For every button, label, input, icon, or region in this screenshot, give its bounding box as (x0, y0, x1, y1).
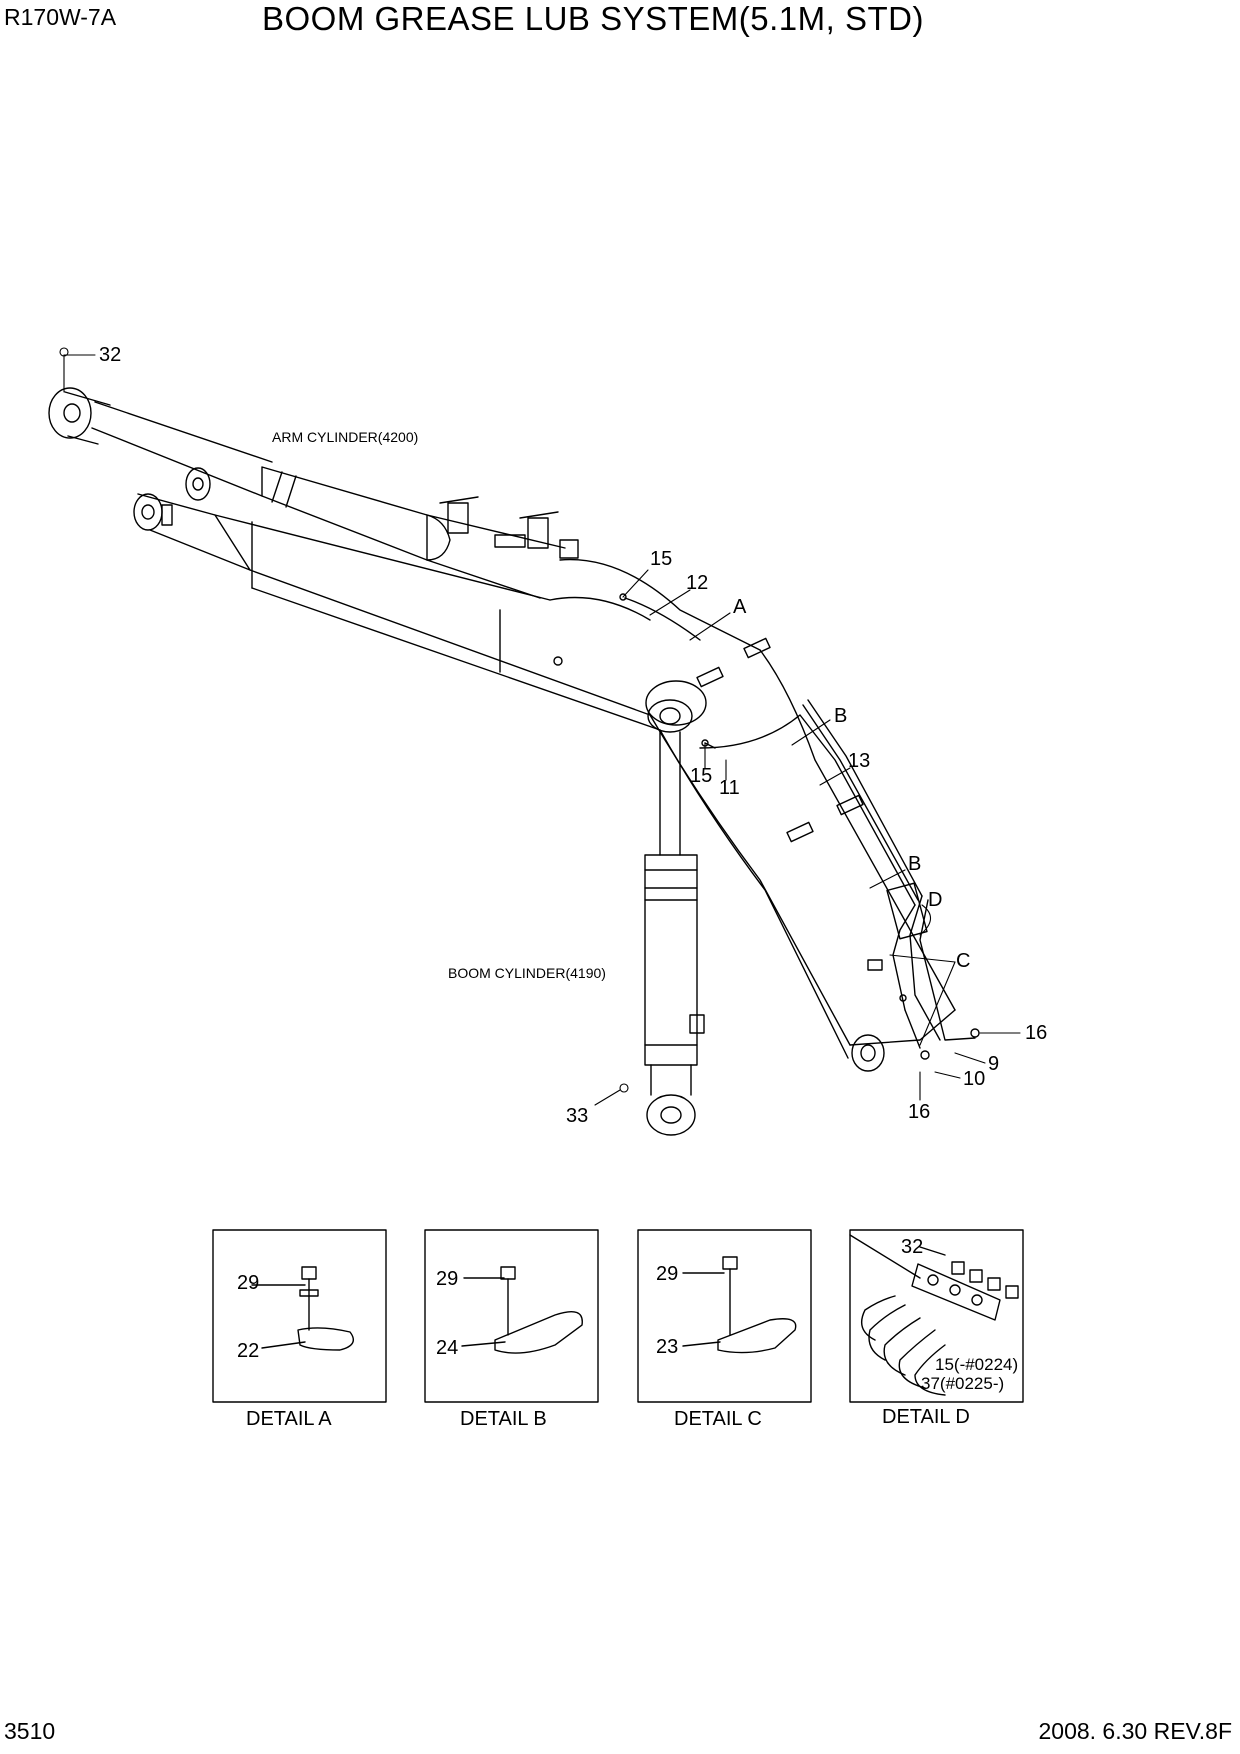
callout-15-top: 15 (650, 548, 672, 570)
callout-12: 12 (686, 572, 708, 594)
detail-d-callout-37: 37(#0225-) (921, 1374, 1004, 1393)
callout-c: C (956, 950, 970, 972)
detail-d-callout-15: 15(-#0224) (935, 1355, 1018, 1374)
callout-13: 13 (848, 750, 870, 772)
callout-d: D (928, 889, 942, 911)
detail-c-callout-29: 29 (656, 1263, 678, 1285)
date-revision: 2008. 6.30 REV.8F (1038, 1718, 1232, 1744)
detail-a-caption: DETAIL A (246, 1408, 332, 1430)
detail-a-callout-22: 22 (237, 1340, 259, 1362)
callout-33: 33 (566, 1105, 588, 1127)
callout-b-lower: B (908, 853, 921, 875)
detail-d-callout-32: 32 (901, 1236, 923, 1258)
callout-9: 9 (988, 1053, 999, 1075)
detail-b-caption: DETAIL B (460, 1408, 547, 1430)
page-number: 3510 (4, 1718, 56, 1744)
detail-b-drawing (424, 1229, 599, 1403)
callout-32: 32 (99, 344, 121, 366)
detail-c-caption: DETAIL C (674, 1408, 762, 1430)
detail-c-callout-23: 23 (656, 1336, 678, 1358)
detail-a-drawing (212, 1229, 387, 1403)
detail-b-callout-24: 24 (436, 1337, 458, 1359)
arm-cylinder (48, 387, 579, 599)
callout-b-upper: B (834, 705, 847, 727)
detail-d-drawing (849, 1229, 1024, 1403)
arm-cylinder-label: ARM CYLINDER(4200) (272, 429, 418, 445)
callout-11: 11 (719, 777, 740, 799)
callout-15-mid: 15 (690, 765, 712, 787)
callout-10: 10 (963, 1068, 985, 1090)
detail-d-caption: DETAIL D (882, 1406, 970, 1428)
callout-16-bottom: 16 (908, 1101, 930, 1123)
boom-cylinder (644, 699, 705, 1136)
page-title: BOOM GREASE LUB SYSTEM(5.1M, STD) (262, 0, 924, 37)
detail-b-callout-29: 29 (436, 1268, 458, 1290)
callout-16-right: 16 (1025, 1022, 1047, 1044)
boom (133, 467, 956, 1072)
model-number: R170W-7A (4, 4, 117, 30)
grease-hoses (619, 593, 980, 1060)
detail-a-callout-29: 29 (237, 1272, 259, 1294)
callout-a: A (733, 596, 747, 618)
detail-c-drawing (637, 1229, 812, 1403)
boom-cylinder-label: BOOM CYLINDER(4190) (448, 965, 606, 981)
